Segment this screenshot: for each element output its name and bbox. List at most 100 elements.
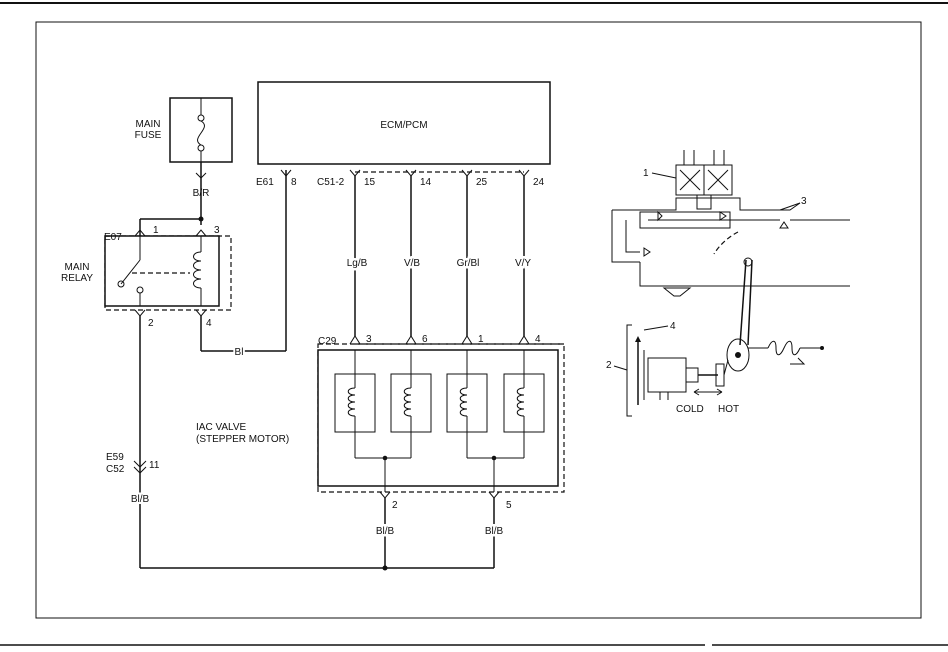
cam-center [735,352,741,358]
solenoid-winding-left [679,169,701,191]
ecm-pin-25-group: 25 [461,169,488,188]
cam-wheel [726,338,750,372]
wire-label-vy: V/Y [515,258,531,269]
relay-pin2: 2 [148,318,154,329]
main-relay-label-2: RELAY [61,273,93,284]
iac-coil-a [334,350,376,458]
e59-label: E59 [106,452,124,463]
c29-pin3-connector [349,335,361,345]
iac-coil-d [503,350,545,458]
label-hot: HOT [718,404,739,415]
iac-coil-c [446,350,488,458]
c52-label: C52 [106,464,125,475]
wire-label-vb: V/B [404,258,420,269]
ecm-pin14: 14 [420,177,432,188]
iac-label-1: IAC VALVE [196,422,247,433]
wax-element-to-cam [723,359,729,376]
c52-pin11: 11 [149,460,160,471]
callout-4-arrow [635,336,641,342]
main-fuse-label-2: FUSE [135,130,162,141]
c29-pin6: 6 [422,334,428,345]
callout-1: 1 [643,168,649,179]
cold-hot-arrow [693,388,723,396]
iac-coil-c-winding [459,387,468,417]
iac-pin2-connector [379,491,391,499]
iac-pin5-connector [488,491,500,499]
callout-4-leader [643,325,669,331]
wire-label-blb-right: Bl/B [485,526,504,537]
e07-label: E07 [104,232,122,243]
ecm-pin-15-group: 15 [349,169,376,188]
e61-label: E61 [256,177,274,188]
relay-switch-arm [120,259,141,285]
wire-label-grbl: Gr/Bl [457,258,480,269]
linkage-rod-b [747,259,753,346]
c29-pin4: 4 [535,334,541,345]
ecm-pin14-connector [405,169,417,177]
callout-1-leader [651,172,677,179]
connector-fuse-out [195,172,207,179]
main-relay-label-1: MAIN [65,262,90,273]
wire-label-bl: Bl [235,347,244,358]
callout-3-leader [779,202,801,211]
wax-element-piston [685,367,699,383]
flow-arrow-1 [657,210,663,222]
relay-coil [193,251,202,289]
c29-pin6-connector [405,335,417,345]
solenoid-plunger [696,194,712,210]
flow-arrow-down [662,287,692,297]
wire-label-blb-left: Bl/B [131,494,150,505]
iac-mechanism-illustration: 1 3 2 4 [606,150,850,417]
c29-pin1: 1 [478,334,484,345]
ecm-pin8-connector [280,169,292,177]
ecm-pin15-connector [349,169,361,177]
ecm-label: ECM/PCM [380,120,427,131]
fuse-element [197,120,205,146]
relay-pin4: 4 [206,318,212,329]
iac-coil-a-winding [347,387,356,417]
iac-pin2: 2 [392,500,398,511]
throttle-bore [639,262,850,287]
wax-element-foot [659,392,669,400]
iac-pin5: 5 [506,500,512,511]
wire-label-lgb: Lg/B [347,258,368,269]
spring-arrow [790,357,806,365]
callout-4: 4 [670,321,676,332]
spring-end-dot [820,346,824,350]
ecm-box [257,81,551,165]
bracket-2 [626,324,632,417]
ecm-pin-14-group: 14 [405,169,432,188]
iac-coil-d-winding [516,387,525,417]
iac-label-2: (STEPPER MOTOR) [196,434,289,445]
iac-coil-b-winding [403,387,412,417]
coil-spring [767,340,801,356]
linkage-rod [739,259,747,346]
ecm-pin15: 15 [364,177,376,188]
passage-block [639,211,731,229]
ecm-pin25: 25 [476,177,488,188]
throttle-arc [713,231,739,255]
linkage-pivot-top [743,257,753,267]
wire-label-blb-mid: Bl/B [376,526,395,537]
diagram-border [35,21,922,619]
c29-pin3: 3 [366,334,372,345]
solenoid-winding-right [707,169,729,191]
ecm-pin24: 24 [533,177,545,188]
relay-switch-contact-1 [117,280,125,288]
relay-pin2-connector [134,309,146,317]
ecm-pin24-connector [518,169,530,177]
air-passage-outline [611,197,850,263]
c29-pin1-connector [461,335,473,345]
main-relay-box [104,235,220,307]
c51-label: C51-2 [317,177,345,188]
relay-pin1: 1 [153,225,159,236]
relay-pin1-connector [134,229,146,237]
ecm-pin-24-group: 24 [518,169,545,188]
callout-3: 3 [801,196,807,207]
connector-c52-a [133,460,147,468]
wire-label-br: B/R [193,188,210,199]
ecm-pin8: 8 [291,177,297,188]
c29-pin4-connector [518,335,530,345]
connector-c52-b [133,466,147,474]
